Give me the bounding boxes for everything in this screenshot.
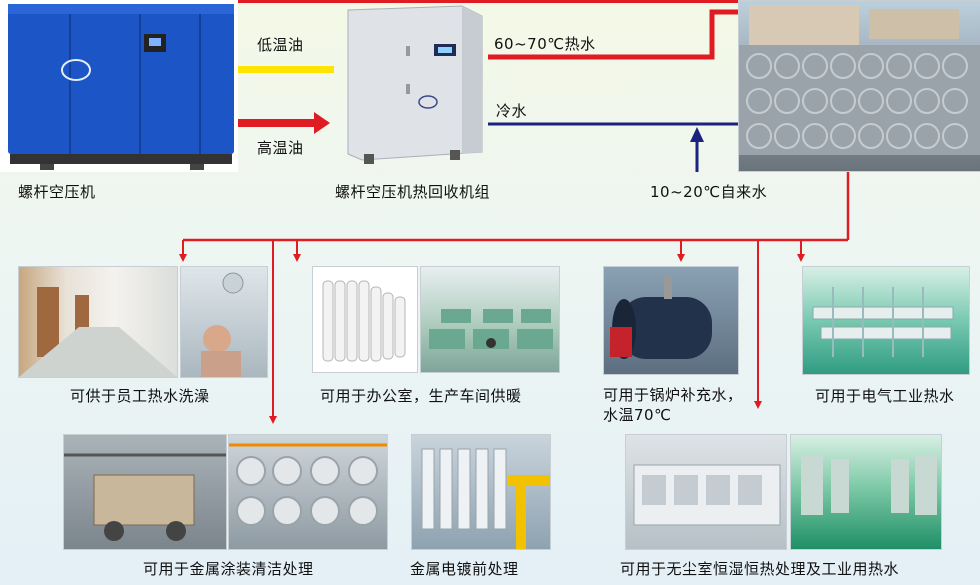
coating-label: 可用于金属涂装清洁处理 [143,560,314,578]
compressor-label: 螺杆空压机 [18,183,96,201]
radiator-illustration [322,280,406,362]
plating-illustration [421,448,550,549]
radiator-photo [312,266,418,373]
plating-photo [411,434,551,550]
recovery-unit-image [342,4,488,170]
high-oil-pipe [238,119,316,127]
cleanroom-hall-photo [790,434,942,550]
shower-photo [180,266,268,378]
cleanroom-hall-illustration [801,455,937,515]
corridor-photo [18,266,178,378]
cleanroom-label: 可用于无尘室恒湿恒热处理及工业用热水 [620,560,900,578]
cleanroom-machine-illustration [633,464,781,526]
tap-water-label: 10~20℃自来水 [650,183,768,201]
coating-line-photo [63,434,227,550]
electric-label: 可用于电气工业热水 [815,387,955,405]
boiler-label-line1: 可用于锅炉补充水， [603,386,743,404]
cleanroom-machine-photo [625,434,787,550]
high-oil-label: 高温油 [257,139,304,157]
office-illustration [429,309,553,349]
hot-water-label: 60~70℃热水 [494,35,596,53]
wheel-rims-photo [228,434,388,550]
water-tank-image [738,0,980,172]
high-oil-arrow-icon [314,112,330,134]
office-photo [420,266,560,373]
compressor-illustration [8,4,234,170]
recovery-unit-label: 螺杆空压机热回收机组 [335,183,491,201]
top-border-line [230,0,980,3]
water-tank-illustration [739,5,980,155]
recovery-unit-illustration [347,5,483,164]
tap-water-arrow-icon [690,127,704,142]
boiler-photo [603,266,739,375]
coating-line-illustration [64,453,226,541]
electric-photo [802,266,970,375]
shower-illustration [201,272,244,377]
heating-label: 可用于办公室，生产车间供暖 [320,387,522,405]
wheel-rims-illustration [229,443,387,526]
plating-label: 金属电镀前处理 [410,560,519,578]
boiler-illustration [610,275,712,359]
low-oil-label: 低温油 [257,36,304,54]
boiler-label-line2: 水温70℃ [603,406,672,424]
corridor-illustration [19,287,177,377]
hot-water-pipe [488,9,738,60]
electric-illustration [812,287,954,357]
low-oil-pipe [238,66,334,73]
compressor-image [0,0,238,172]
shower-label: 可供于员工热水洗澡 [70,387,210,405]
cold-water-label: 冷水 [496,102,528,120]
